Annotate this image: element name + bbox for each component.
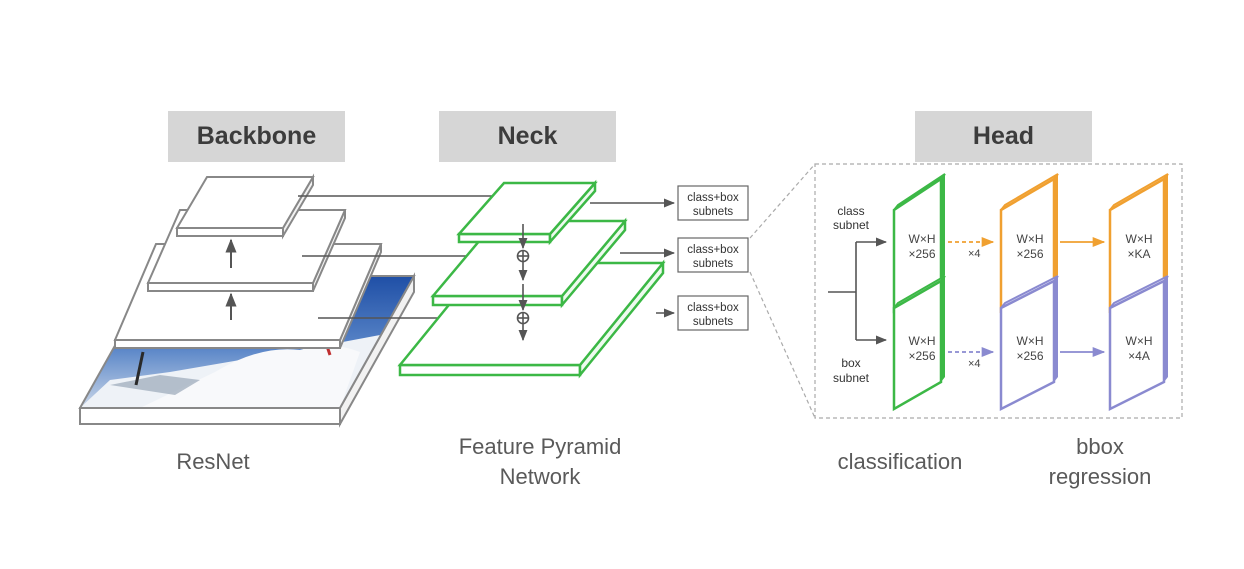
class-subnet-label: class xyxy=(837,204,864,218)
fpn-caption: Feature Pyramid Network xyxy=(430,432,650,492)
fpn-output-arrows xyxy=(590,198,676,318)
svg-text:subnets: subnets xyxy=(693,206,734,218)
head-fork xyxy=(828,237,888,345)
svg-text:W×H: W×H xyxy=(909,334,936,348)
svg-text:subnets: subnets xyxy=(693,316,734,328)
subnet-box-1: class+box subnets xyxy=(677,185,749,221)
zoom-lines xyxy=(749,163,816,419)
box-output-tensor: W×H ×4A xyxy=(1108,275,1169,412)
bbox-caption-line-2: regression xyxy=(1048,464,1152,489)
svg-text:W×H: W×H xyxy=(1126,334,1153,348)
top-down-pathway xyxy=(516,224,530,342)
subnet-box-3: class+box subnets xyxy=(677,295,749,331)
head-detail-panel: class subnet box subnet W×H ×256 W×H ×25… xyxy=(814,163,1183,419)
neck-header: Neck xyxy=(439,111,616,162)
svg-text:×256: ×256 xyxy=(1016,349,1043,363)
fpn-caption-line-2: Network xyxy=(499,464,581,489)
svg-text:×4: ×4 xyxy=(968,358,981,370)
box-feature-tensor: W×H ×256 xyxy=(892,275,946,412)
resnet-caption: ResNet xyxy=(176,449,250,474)
svg-text:subnet: subnet xyxy=(833,218,870,232)
svg-text:subnets: subnets xyxy=(693,258,734,270)
head-header: Head xyxy=(915,111,1092,162)
fpn-neck xyxy=(397,179,666,379)
svg-text:×KA: ×KA xyxy=(1127,247,1150,261)
svg-text:×256: ×256 xyxy=(1016,247,1043,261)
bbox-caption-line-1: bbox xyxy=(1076,434,1124,459)
class-output-tensor: W×H ×KA xyxy=(1108,173,1169,314)
backbone-header: Backbone xyxy=(168,111,345,162)
svg-text:subnet: subnet xyxy=(833,371,870,385)
subnet-box-2: class+box subnets xyxy=(677,237,749,273)
svg-text:class+box: class+box xyxy=(687,302,739,314)
svg-text:×256: ×256 xyxy=(908,247,935,261)
fpn-level-1 xyxy=(456,179,598,246)
svg-text:×4: ×4 xyxy=(968,248,981,260)
svg-text:W×H: W×H xyxy=(1017,232,1044,246)
box-subnet-label: box xyxy=(841,356,860,370)
svg-text:class+box: class+box xyxy=(687,244,739,256)
svg-text:×4A: ×4A xyxy=(1128,349,1150,363)
resnet-layer-1 xyxy=(175,173,315,240)
svg-text:W×H: W×H xyxy=(909,232,936,246)
fpn-caption-line-1: Feature Pyramid xyxy=(458,434,622,459)
svg-text:W×H: W×H xyxy=(1017,334,1044,348)
svg-text:×256: ×256 xyxy=(908,349,935,363)
svg-text:W×H: W×H xyxy=(1126,232,1153,246)
class-conv-tensor: W×H ×256 xyxy=(999,173,1059,314)
classification-caption: classification xyxy=(837,449,963,474)
box-conv-tensor: W×H ×256 xyxy=(999,275,1059,412)
resnet-backbone xyxy=(78,173,416,428)
bbox-regression-caption: bbox regression xyxy=(1020,432,1180,492)
svg-text:class+box: class+box xyxy=(687,192,739,204)
